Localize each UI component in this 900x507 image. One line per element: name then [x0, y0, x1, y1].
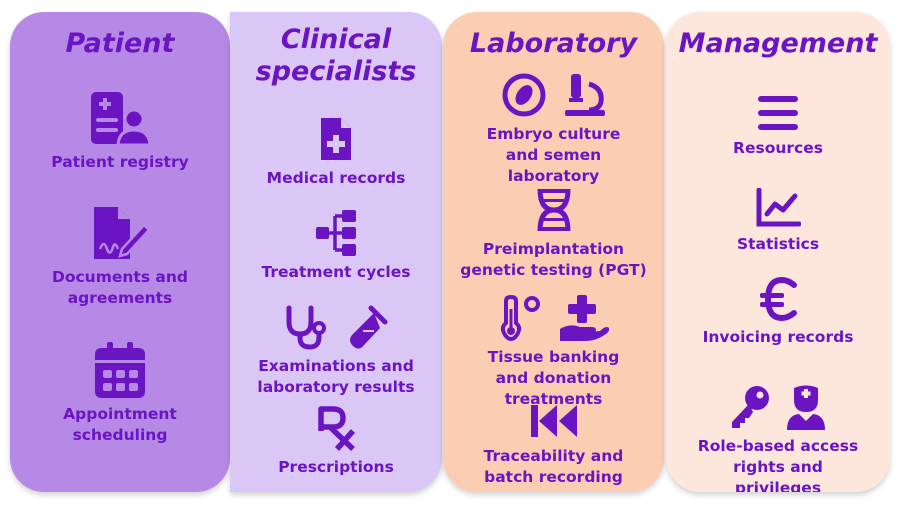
item-tissue-banking: Tissue banking and donation treatments: [443, 295, 664, 410]
dna-icon: [537, 188, 570, 232]
column-title-clinical: Clinical specialists: [255, 24, 417, 87]
item-label: Preimplantation genetic testing (PGT): [460, 240, 647, 279]
prescription-icon: [318, 406, 355, 451]
backward-icon: [530, 405, 577, 437]
item-label: Prescriptions: [278, 458, 394, 476]
line-chart-icon: [756, 188, 801, 227]
item-label: Embryo culture and semen laboratory: [486, 125, 621, 185]
item-label: Examinations and laboratory results: [257, 357, 415, 396]
test-tube-icon: [350, 305, 388, 349]
item-resources: Resources: [666, 94, 890, 159]
item-examinations-results: Examinations and laboratory results: [230, 304, 442, 398]
medical-file-icon: [321, 118, 351, 160]
hand-plus-icon: [559, 295, 609, 341]
item-pgt: Preimplantation genetic testing (PGT): [443, 187, 664, 281]
column-management: Management Resources Statistics: [666, 12, 890, 492]
item-medical-records: Medical records: [230, 116, 442, 189]
item-treatment-cycles: Treatment cycles: [230, 210, 442, 283]
item-statistics: Statistics: [666, 188, 890, 255]
column-title-management: Management: [678, 28, 878, 59]
column-title-laboratory: Laboratory: [469, 28, 638, 59]
item-label: Role-based access rights and privileges: [697, 437, 859, 492]
item-label: Resources: [733, 139, 823, 157]
column-title-patient: Patient: [65, 28, 175, 59]
item-label: Statistics: [736, 235, 820, 253]
temperature-icon: [500, 295, 540, 341]
item-label: Traceability and batch recording: [483, 447, 624, 486]
item-label: Patient registry: [51, 153, 189, 171]
embryo-icon: [502, 73, 545, 117]
item-label: Invoicing records: [702, 328, 854, 346]
bars-icon: [758, 96, 798, 130]
patient-registry-icon: [91, 92, 151, 146]
item-embryo-culture: Embryo culture and semen laboratory: [443, 72, 664, 187]
user-nurse-icon: [787, 385, 825, 430]
euro-icon: [760, 277, 797, 321]
item-label: Tissue banking and donation treatments: [487, 348, 620, 408]
item-appointment-scheduling: Appointment scheduling: [10, 342, 230, 446]
document-signature-icon: [94, 207, 150, 259]
item-prescriptions: Prescriptions: [230, 405, 442, 478]
item-label: Treatment cycles: [261, 263, 411, 281]
item-label: Documents and agreements: [51, 268, 189, 307]
calendar-icon: [95, 342, 145, 398]
column-laboratory: Laboratory Embryo culture and semen labo…: [443, 12, 664, 492]
item-documents-agreements: Documents and agreements: [10, 205, 230, 309]
microscope-icon: [564, 74, 605, 116]
item-traceability: Traceability and batch recording: [443, 402, 664, 488]
column-clinical-specialists: Clinical specialists Medical records Tre…: [230, 12, 442, 492]
item-label: Appointment scheduling: [63, 405, 177, 444]
column-patient: Patient Patient registry Documents and a…: [10, 12, 230, 492]
tree-diagram-icon: [316, 210, 356, 256]
item-invoicing: Invoicing records: [666, 277, 890, 348]
item-role-access: Role-based access rights and privileges: [666, 384, 890, 492]
stethoscope-icon: [286, 305, 326, 350]
key-icon: [732, 386, 769, 428]
item-patient-registry: Patient registry: [10, 90, 230, 173]
item-label: Medical records: [266, 169, 406, 187]
